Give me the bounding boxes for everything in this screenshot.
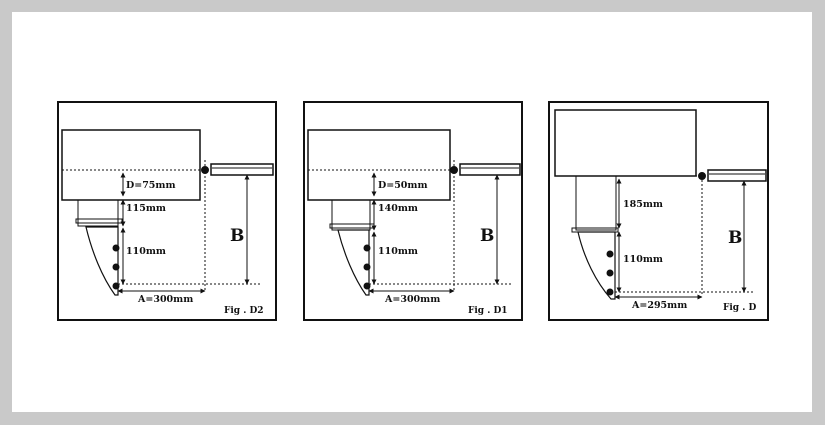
cabinet-box	[61, 129, 201, 201]
a-label: A=300mm	[384, 294, 440, 305]
lower-label: 110mm	[126, 246, 166, 257]
shelf-bar	[210, 163, 274, 176]
motor-plate	[75, 218, 123, 224]
shelf-bar	[459, 163, 521, 176]
mount-hole	[363, 282, 371, 290]
mount-hole	[112, 282, 120, 290]
motor-plate	[329, 223, 375, 229]
cabinet-box	[554, 109, 697, 177]
motor-block	[77, 199, 119, 227]
mount-hole	[363, 263, 371, 271]
figure-d1	[303, 101, 523, 321]
mount-hole	[112, 244, 120, 252]
mount-hole	[606, 288, 614, 296]
b-label: B	[230, 226, 244, 246]
motor-block	[331, 199, 371, 231]
diagrams-svg: D=75mm 115mm 110mm B A=300mm Fig . D2 D=…	[57, 101, 769, 321]
upper-label: 115mm	[126, 203, 166, 214]
d-label: D=75mm	[126, 180, 176, 191]
b-label: B	[480, 226, 494, 246]
tail-fin	[85, 226, 119, 296]
figure-caption: Fig . D	[723, 303, 757, 313]
mount-hole	[606, 269, 614, 277]
pivot-point	[450, 166, 458, 174]
b-label: B	[728, 228, 742, 248]
motor-block	[575, 175, 617, 231]
a-label: A=295mm	[631, 300, 687, 311]
upper-label: 185mm	[623, 199, 663, 210]
lower-label: 110mm	[623, 254, 663, 265]
figure-frame	[57, 101, 277, 321]
figure-d2	[57, 101, 277, 321]
figure-frame	[548, 101, 769, 321]
cabinet-box	[307, 129, 451, 201]
figure-caption: Fig . D2	[224, 306, 264, 316]
a-label: A=300mm	[137, 294, 193, 305]
figure-d	[548, 101, 769, 321]
figure-caption: Fig . D1	[468, 306, 508, 316]
mount-hole	[112, 263, 120, 271]
mount-hole	[606, 250, 614, 258]
tail-fin	[577, 231, 616, 300]
figure-frame	[303, 101, 523, 321]
lower-label: 110mm	[378, 246, 418, 257]
pivot-point	[698, 172, 706, 180]
tail-fin	[337, 229, 370, 296]
upper-label: 140mm	[378, 203, 418, 214]
mount-hole	[363, 244, 371, 252]
d-label: D=50mm	[378, 180, 428, 191]
pivot-point	[201, 166, 209, 174]
diagram-canvas: D=75mm 115mm 110mm B A=300mm Fig . D2 D=…	[12, 12, 812, 412]
shelf-bar	[707, 169, 767, 182]
